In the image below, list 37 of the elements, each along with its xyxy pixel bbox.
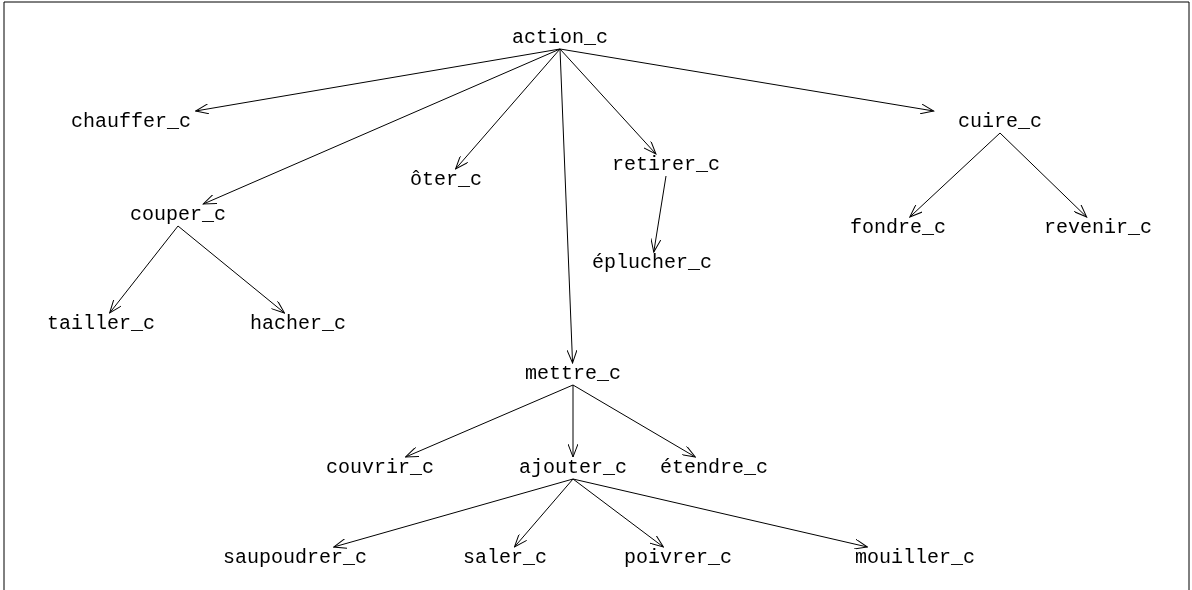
arrow: [333, 478, 574, 549]
concept-label: retirer_c: [610, 154, 722, 176]
concept-label: chauffer_c: [69, 111, 193, 133]
concept-label: ôter_c: [408, 169, 484, 191]
arrow: [909, 132, 1001, 218]
arrow: [455, 48, 561, 170]
concept-label: poivrer_c: [622, 547, 734, 569]
arrow: [513, 478, 574, 548]
arrow: [195, 48, 561, 115]
concept-label: saupoudrer_c: [221, 547, 369, 569]
arrow: [559, 48, 578, 364]
arrow: [572, 478, 664, 548]
arrow: [177, 225, 286, 314]
arrow: [572, 478, 868, 550]
arrow: [559, 48, 657, 155]
concept-label: mouiller_c: [853, 547, 977, 569]
concept-label: saler_c: [461, 547, 549, 569]
arrow: [559, 48, 935, 115]
concept-label: cuire_c: [956, 111, 1044, 133]
arrow: [109, 225, 179, 314]
arrow: [405, 384, 574, 458]
concept-label: couvrir_c: [324, 457, 436, 479]
concept-label: action_c: [510, 27, 610, 49]
concept-label: étendre_c: [658, 457, 770, 479]
arrow: [572, 384, 696, 458]
concept-label: ajouter_c: [517, 457, 629, 479]
concept-label: éplucher_c: [590, 252, 714, 274]
concept-label: mettre_c: [523, 363, 623, 385]
concept-label: fondre_c: [848, 217, 948, 239]
concept-label: revenir_c: [1042, 217, 1154, 239]
arrow: [567, 384, 579, 458]
concept-label: tailler_c: [45, 313, 157, 335]
concept-label: couper_c: [128, 204, 228, 226]
arrow: [999, 132, 1088, 218]
concept-label: hacher_c: [248, 313, 348, 335]
arrow: [650, 175, 667, 253]
arrow: [202, 48, 561, 205]
